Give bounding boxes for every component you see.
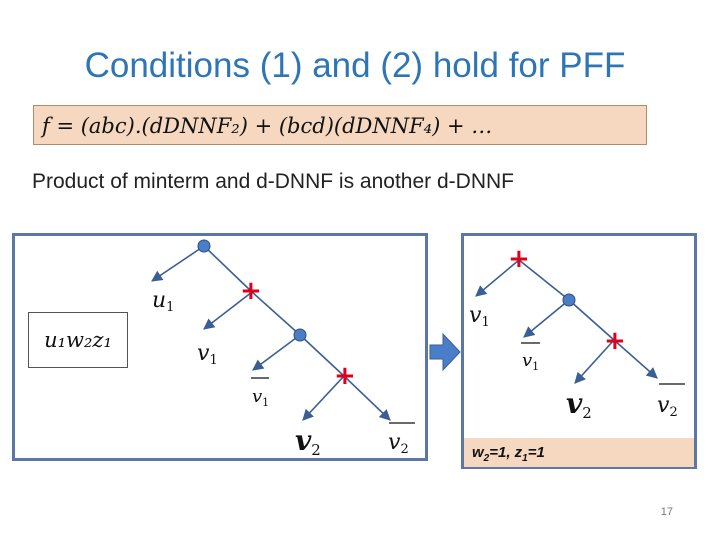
- edge-left-plus-node: [251, 291, 301, 336]
- edge-left-plus-nv2: [343, 375, 391, 421]
- left-root-node: [197, 239, 211, 253]
- right-label-v1: v1: [469, 303, 490, 330]
- edge-left-node-plus: [299, 334, 345, 377]
- transform-arrow: [429, 332, 461, 372]
- assignment-bar: w2=1, z1=1: [464, 438, 694, 467]
- right-label-not-v2: v2: [657, 393, 678, 420]
- edge-left-node-nv1: [252, 334, 301, 371]
- edge-right-plus-node: [518, 259, 570, 301]
- edge-right-plus-v1: [475, 259, 520, 297]
- edge-right-node-nv1: [523, 299, 570, 338]
- edge-right-node-plus: [568, 299, 615, 341]
- edge-left-root-u1: [151, 245, 205, 282]
- minterm-box: u₁w₂z₁: [28, 312, 128, 368]
- right-plus-2: +: [604, 326, 626, 356]
- left-label-not-v1: v1: [252, 386, 269, 409]
- right-diagram-panel: [461, 233, 697, 469]
- right-tree-edges: [475, 259, 658, 384]
- left-inner-node: [293, 328, 307, 342]
- edge-right-plus-nv2: [613, 339, 658, 379]
- slide-subtitle: Product of minterm and d-DNNF is another…: [32, 170, 514, 193]
- edge-left-plus-v2: [302, 375, 345, 421]
- edge-left-plus-v1: [203, 291, 253, 330]
- left-label-v1: v1: [197, 341, 218, 368]
- left-plus-2: +: [334, 361, 356, 391]
- edge-right-plus-v2: [574, 339, 615, 384]
- left-tree-edges: [151, 245, 391, 421]
- left-label-u1: u1: [152, 288, 174, 315]
- edge-left-root-plus: [203, 245, 253, 293]
- formula-box: f = (abc).(dDNNF₂) + (bcd)(dDNNF₄) + …: [33, 105, 647, 145]
- left-label-v2: v2: [295, 424, 321, 459]
- left-label-not-v2: v2: [388, 430, 409, 457]
- right-label-v2: v2: [566, 387, 592, 422]
- right-plus-1: +: [508, 244, 530, 274]
- right-label-not-v1: v1: [522, 350, 539, 373]
- left-plus-1: +: [240, 276, 262, 306]
- right-inner-node: [562, 293, 576, 307]
- slide-title: Conditions (1) and (2) hold for PFF: [84, 46, 626, 85]
- page-number: 17: [660, 506, 673, 518]
